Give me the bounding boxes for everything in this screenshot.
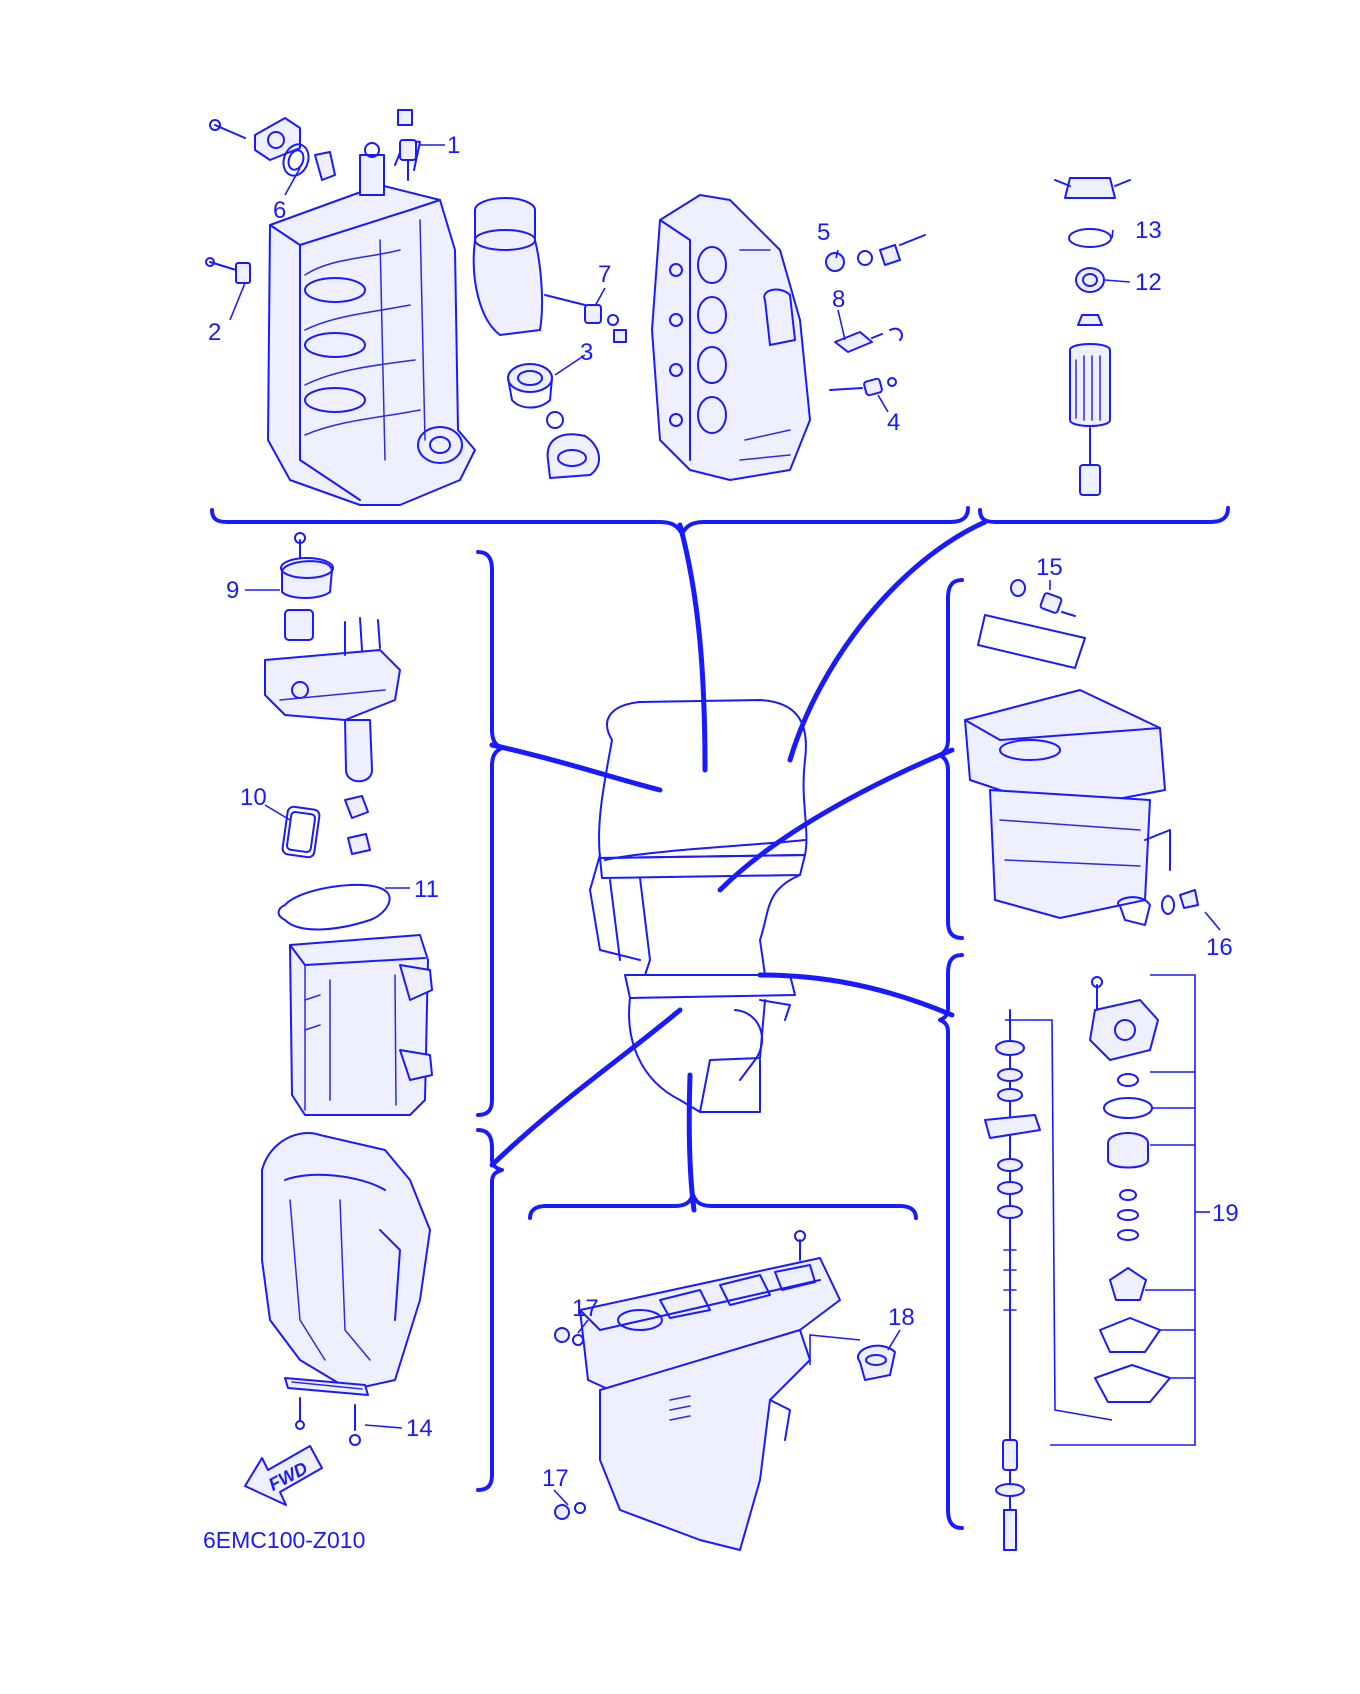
callout-16: 16 xyxy=(1206,934,1233,961)
callout-8: 8 xyxy=(832,286,845,313)
callout-15: 15 xyxy=(1036,554,1063,581)
callout-5: 5 xyxy=(817,219,830,246)
callout-7: 7 xyxy=(598,261,611,288)
vapor-separator xyxy=(264,532,401,783)
oil-pan xyxy=(964,579,1199,926)
exhaust-manifold xyxy=(472,197,627,479)
fwd-arrow-icon: FWD xyxy=(244,1445,323,1506)
callout-12: 12 xyxy=(1135,269,1162,296)
cylinder-head xyxy=(651,194,926,481)
water-pump xyxy=(984,974,1196,1551)
callout-17a: 17 xyxy=(572,1295,599,1322)
connector-lines xyxy=(489,519,988,1213)
callout-2: 2 xyxy=(208,319,221,346)
callout-10: 10 xyxy=(240,784,267,811)
exhaust-guide xyxy=(261,1132,431,1446)
callout-4: 4 xyxy=(887,409,900,436)
cylinder-block xyxy=(205,109,476,506)
callout-11: 11 xyxy=(414,876,439,903)
callout-3: 3 xyxy=(580,339,593,366)
callout-13: 13 xyxy=(1135,217,1162,244)
section-braces xyxy=(210,506,1230,1530)
diagram-code: 6EMC100-Z010 xyxy=(203,1527,365,1553)
callout-18: 18 xyxy=(888,1304,915,1331)
lower-unit xyxy=(554,1230,896,1551)
callout-9: 9 xyxy=(226,577,239,604)
leaders xyxy=(229,144,1221,1506)
callout-numbers: 1 2 3 4 5 6 7 8 9 10 11 12 13 14 15 16 1… xyxy=(208,132,1239,1492)
callout-1: 1 xyxy=(447,132,460,159)
outboard-motor xyxy=(589,699,808,1113)
callout-19: 19 xyxy=(1212,1200,1239,1227)
fuel-cooler xyxy=(277,795,433,1116)
callout-17b: 17 xyxy=(542,1465,569,1492)
callout-14: 14 xyxy=(406,1415,433,1442)
fuel-filter xyxy=(1054,177,1131,496)
callout-6: 6 xyxy=(273,197,286,224)
